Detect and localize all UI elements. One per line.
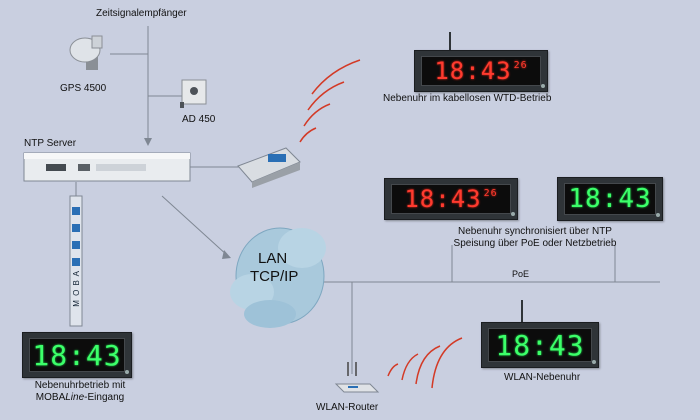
moba-caption-line1: Nebenuhrbetrieb mit (34, 380, 126, 391)
tcpip-label: TCP/IP (250, 268, 299, 285)
server-lan-line (161, 195, 229, 257)
lan-cloud-icon (230, 227, 326, 328)
lan-label: LAN (258, 250, 288, 267)
wlan-clock-display: 18:43 (481, 322, 599, 368)
moba-caption-italic: Line (65, 392, 85, 403)
ntp-sync-caption: Nebenuhr synchronisiert über NTP Speisun… (432, 226, 638, 250)
arrow-to-lan (222, 250, 231, 259)
wlan-radio-waves (387, 337, 463, 389)
ntp-sync-line2: Speisung über PoE oder Netzbetrieb (453, 238, 617, 249)
wlan-clock-label: WLAN-Nebenuhr (504, 372, 581, 383)
ntp-server-label: NTP Server (24, 138, 77, 149)
ntp-red-clock-seconds: 26 (483, 187, 498, 199)
moba-caption-pre: MOBA (35, 392, 66, 403)
arrow-to-server (144, 138, 152, 146)
clock-indicator-icon (656, 213, 660, 217)
ntp-red-clock-time: 18:43 (404, 185, 482, 213)
clock-indicator-icon (592, 360, 596, 364)
receiver-title-label: Zeitsignalempfänger (96, 8, 187, 19)
moba-clock-display: 18:43 (22, 332, 132, 378)
moba-caption-line2: MOBALine-Eingang (20, 392, 140, 404)
clock-indicator-icon (125, 370, 129, 374)
wlan-router-icon (334, 362, 380, 393)
ntp-server-icon (23, 152, 191, 182)
moba-line-bar (69, 195, 83, 327)
ad450-device-icon (180, 79, 207, 108)
wtd-clock-label: Nebenuhr im kabellosen WTD-Betrieb (383, 93, 552, 104)
wlan-router-label: WLAN-Router (316, 402, 379, 413)
gps-label: GPS 4500 (60, 83, 107, 94)
poe-label: PoE (512, 269, 530, 279)
wtd-clock-seconds: 26 (513, 59, 528, 71)
moba-clock-time: 18:43 (32, 338, 122, 372)
wtd-transmitter-icon (237, 147, 301, 188)
gps-antenna-icon (69, 35, 103, 70)
ad450-label: AD 450 (182, 114, 216, 125)
moba-caption: Nebenuhrbetrieb mit MOBALine-Eingang (20, 380, 140, 404)
ntp-sync-line1: Nebenuhr synchronisiert über NTP (458, 226, 612, 237)
moba-caption-post: -Eingang (84, 392, 125, 403)
ntp-green-clock-time: 18:43 (568, 184, 652, 214)
wtd-clock-time: 18:43 (434, 57, 512, 85)
ntp-green-clock-display: 18:43 (557, 177, 663, 221)
wtd-radio-waves (299, 59, 361, 143)
moba-vertical-text: M O B A (72, 270, 81, 307)
clock-indicator-icon (541, 84, 545, 88)
wlan-clock-time: 18:43 (495, 328, 585, 362)
clock-indicator-icon (511, 212, 515, 216)
